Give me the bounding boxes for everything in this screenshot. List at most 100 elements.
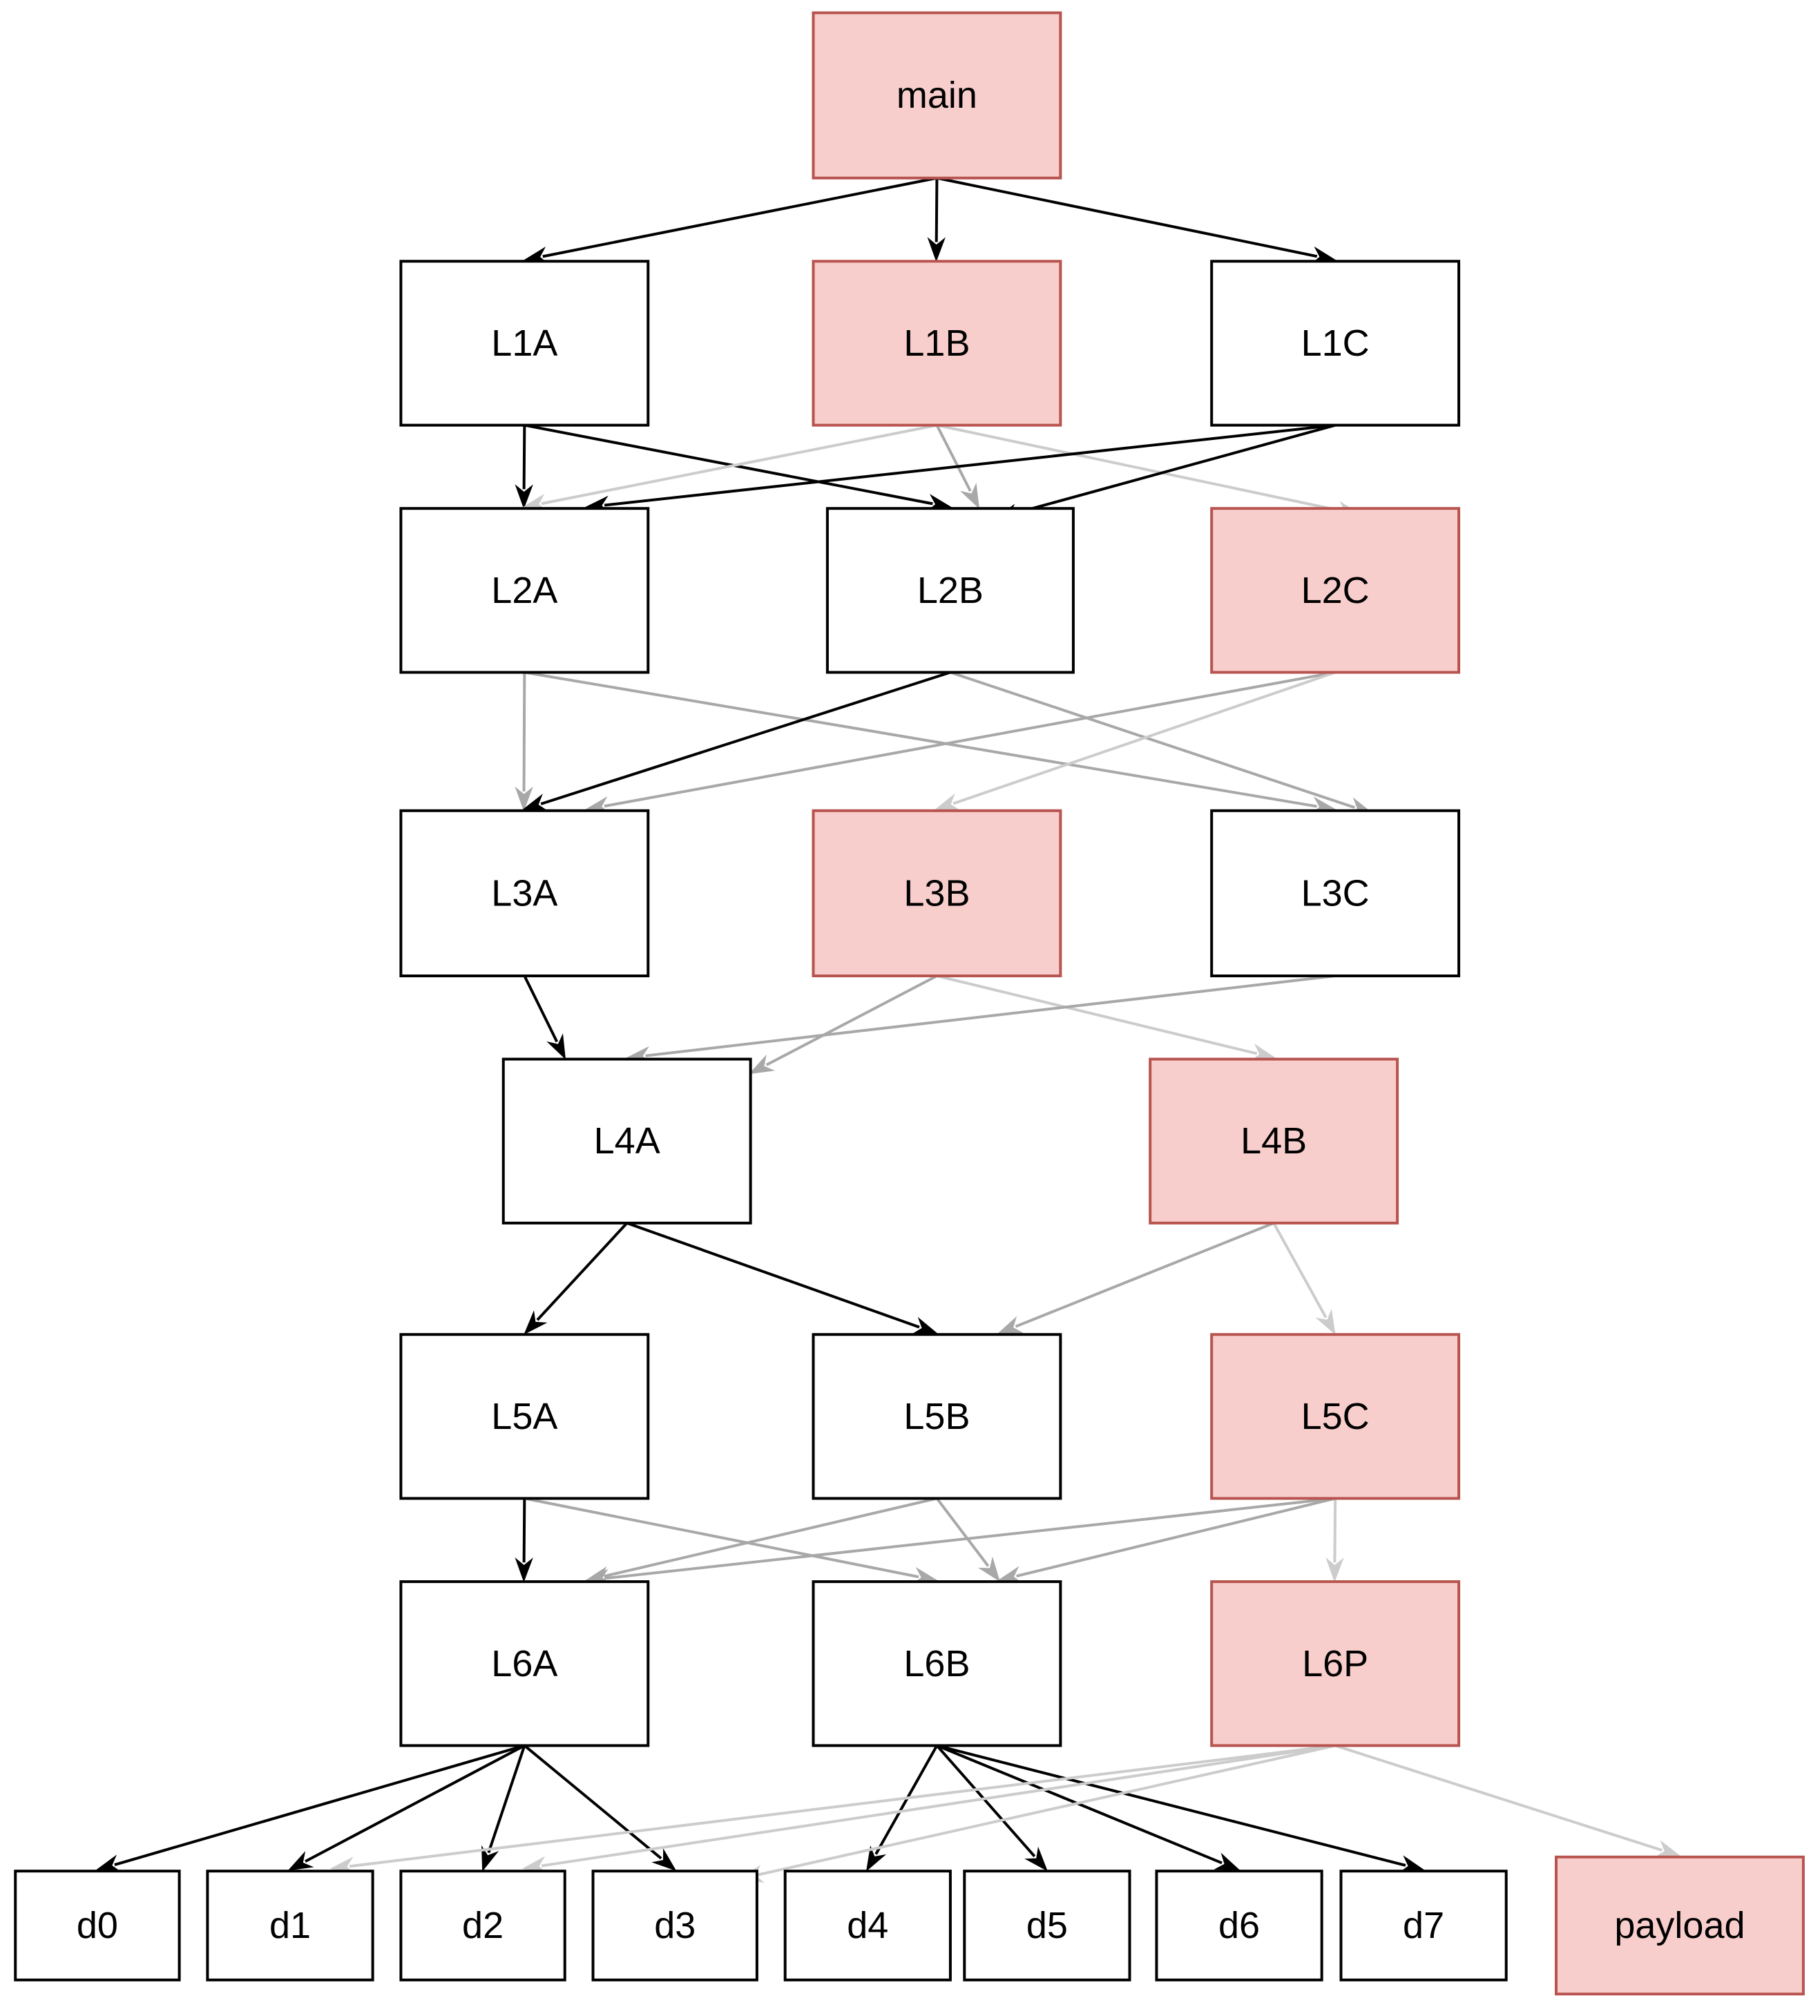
node-L1A: L1A: [399, 260, 650, 427]
node-label: d4: [847, 1905, 888, 1946]
edge-arrowhead: [524, 1310, 548, 1335]
node-box: [963, 1870, 1131, 1981]
edge-arrowhead: [997, 1316, 1024, 1334]
edge-L4A-to-L5B: [626, 1221, 939, 1334]
edge-L5B-to-L6B: [935, 1497, 1001, 1582]
node-label: L6B: [903, 1643, 970, 1684]
edge-L6B-to-d6: [936, 1744, 1241, 1871]
edge-line: [522, 672, 526, 791]
node-main: main: [812, 11, 1062, 180]
node-label: L3B: [903, 872, 970, 914]
node-d5: d5: [963, 1870, 1131, 1981]
edge-L2C-to-L3B: [934, 671, 1336, 811]
edge-line: [604, 423, 1336, 507]
node-d7: d7: [1339, 1870, 1508, 1981]
edge-line: [541, 1744, 1336, 1868]
edge-L5A-to-L6A: [515, 1498, 533, 1583]
node-label: payload: [1614, 1905, 1745, 1946]
edge-line: [541, 423, 937, 506]
node-box: [812, 11, 1062, 180]
node-label: L2C: [1301, 570, 1370, 611]
edge-line: [936, 1744, 1223, 1865]
edge-L2A-to-L3A: [515, 672, 533, 812]
edge-line: [1272, 1222, 1328, 1318]
edge-L1B-to-L2C: [937, 423, 1363, 519]
edge-L2B-to-L3C: [950, 671, 1374, 815]
edge-L3A-to-L4A: [523, 975, 566, 1060]
edge-line: [645, 975, 1336, 1057]
node-label: L2A: [491, 570, 557, 611]
node-box: [825, 507, 1075, 674]
node-L5C: L5C: [1210, 1333, 1461, 1500]
node-d4: d4: [783, 1870, 952, 1981]
node-box: [1149, 1057, 1399, 1225]
node-label: d2: [462, 1905, 504, 1946]
edge-line: [935, 1497, 990, 1567]
edge-main-to-L1A: [523, 176, 937, 265]
edge-line: [626, 1221, 920, 1329]
node-L6P: L6P: [1210, 1580, 1461, 1747]
node-d3: d3: [591, 1870, 758, 1981]
node-L2C: L2C: [1210, 507, 1461, 674]
edge-line: [604, 1497, 937, 1578]
edge-L6B-to-d4: [865, 1745, 939, 1872]
edge-line: [937, 176, 1318, 258]
node-box: [1210, 507, 1461, 674]
node-L6A: L6A: [399, 1580, 650, 1747]
edge-arrowhead: [749, 1054, 776, 1075]
edge-arrowhead: [1315, 1309, 1336, 1335]
edge-L6A-to-d3: [524, 1744, 677, 1872]
edge-L6A-to-d2: [481, 1745, 526, 1872]
edge-arrowhead: [481, 1845, 499, 1872]
node-label: L6P: [1302, 1643, 1368, 1684]
edge-L1C-to-L2A: [584, 423, 1336, 514]
edge-line: [952, 671, 1336, 805]
node-label: L6A: [491, 1643, 557, 1684]
node-box: [812, 1580, 1062, 1747]
edge-arrowhead: [515, 786, 533, 812]
edge-L5A-to-L6B: [524, 1497, 939, 1585]
node-box: [14, 1870, 181, 1981]
node-L2A: L2A: [399, 507, 650, 674]
edge-arrowhead: [927, 237, 946, 262]
edge-L3B-to-L4A: [749, 975, 938, 1075]
node-box: [399, 507, 650, 674]
edge-L4B-to-L5B: [997, 1222, 1274, 1334]
edge-L4B-to-L5C: [1272, 1222, 1336, 1335]
edges-layer: [95, 176, 1681, 1883]
edge-line: [1015, 1222, 1274, 1328]
node-L5A: L5A: [399, 1333, 650, 1500]
edge-line: [950, 671, 1355, 809]
node-L3B: L3B: [812, 809, 1062, 977]
node-label: d6: [1218, 1905, 1260, 1946]
edge-L2B-to-L3A: [521, 671, 951, 812]
edge-line: [935, 424, 972, 492]
node-box: [399, 1870, 566, 1981]
node-label: L2B: [917, 570, 984, 611]
edge-line: [604, 671, 1336, 808]
edge-line: [1012, 423, 1336, 516]
edge-L6P-to-d2: [521, 1744, 1336, 1874]
node-box: [783, 1870, 952, 1981]
edge-line: [524, 423, 933, 506]
node-d2: d2: [399, 1870, 566, 1981]
node-d0: d0: [14, 1870, 181, 1981]
node-label: L3C: [1301, 872, 1370, 914]
node-label: d3: [654, 1905, 696, 1946]
node-box: [1210, 1580, 1461, 1747]
node-box: [591, 1870, 758, 1981]
node-d6: d6: [1155, 1870, 1323, 1981]
node-L3C: L3C: [1210, 809, 1461, 977]
edge-line: [349, 1744, 1336, 1868]
node-box: [1210, 1333, 1461, 1500]
edge-line: [524, 1497, 919, 1579]
node-L4A: L4A: [501, 1057, 752, 1225]
edge-line: [540, 671, 951, 805]
edge-line: [524, 671, 1317, 808]
node-box: [399, 809, 650, 977]
node-label: d7: [1403, 1905, 1444, 1946]
node-d1: d1: [206, 1870, 374, 1981]
edge-line: [874, 1745, 939, 1855]
edge-line: [936, 975, 1258, 1055]
edge-arrowhead: [977, 1556, 1001, 1582]
